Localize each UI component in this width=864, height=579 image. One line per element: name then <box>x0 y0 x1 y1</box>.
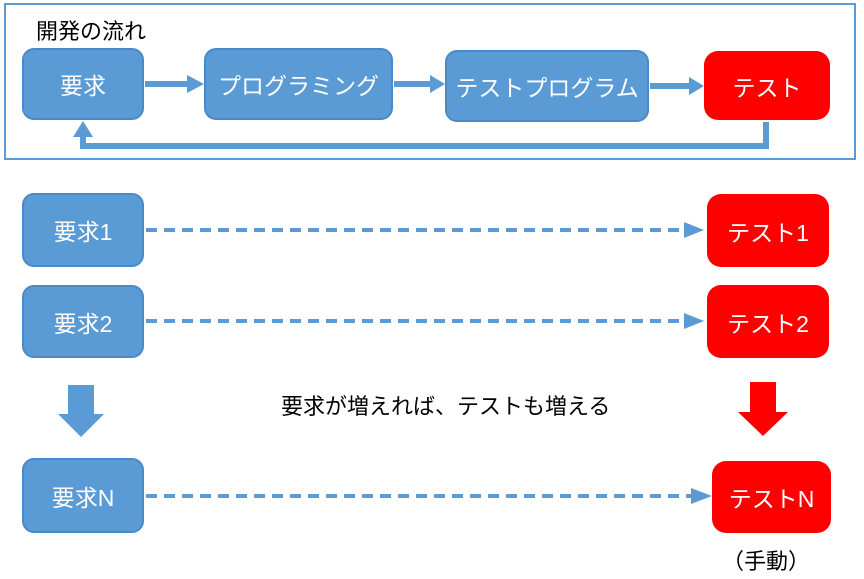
dashed-arrow-row1 <box>146 222 704 238</box>
arrow-req-to-prog <box>145 75 204 93</box>
requirement-2-box: 要求2 <box>22 285 144 358</box>
test-2-box: テスト2 <box>707 285 829 358</box>
down-block-arrow-blue <box>58 385 104 437</box>
caption-text: 要求が増えれば、テストも増える <box>281 394 611 419</box>
test-1-box: テスト1 <box>707 194 829 267</box>
arrow-prog-to-testprog <box>394 75 445 93</box>
manual-note: （手動） <box>722 549 811 574</box>
down-block-arrow-red <box>738 382 788 436</box>
flow-node-requirement: 要求 <box>22 48 144 120</box>
flow-node-test-program: テストプログラム <box>445 50 649 122</box>
flow-title: 開発の流れ <box>36 19 147 44</box>
flow-node-test: テスト <box>704 51 830 120</box>
test-n-box: テストN <box>712 461 831 533</box>
development-flow-panel: 開発の流れ <box>4 3 856 160</box>
dashed-arrow-rowN <box>146 488 712 504</box>
requirement-n-box: 要求N <box>22 458 144 533</box>
requirement-1-box: 要求1 <box>22 193 144 267</box>
feedback-arrow <box>73 121 769 149</box>
dashed-arrow-row2 <box>146 313 704 329</box>
arrow-testprog-to-test <box>650 77 704 95</box>
flow-node-programming: プログラミング <box>204 48 393 120</box>
